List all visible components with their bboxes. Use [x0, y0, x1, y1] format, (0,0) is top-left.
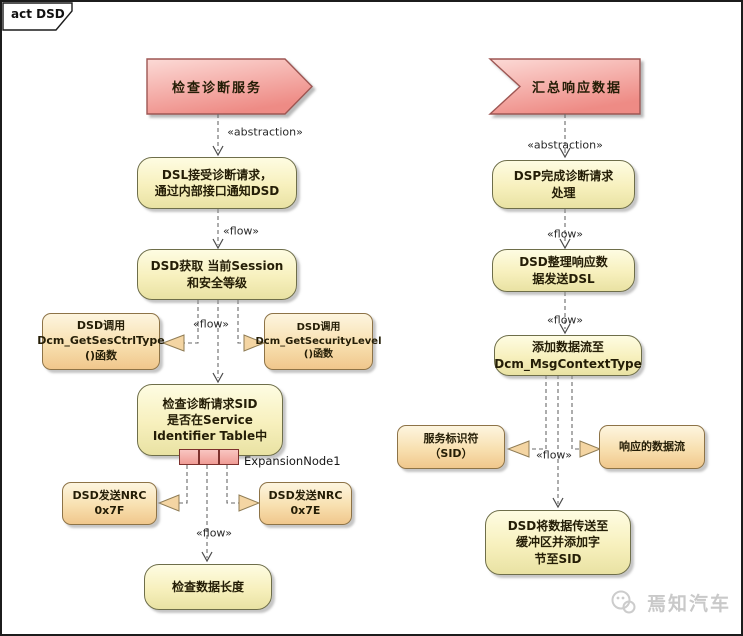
triangle-arrowhead-icon [579, 440, 602, 458]
activity-add-stream: 添加数据流至 Dcm_MsgContextType [494, 335, 642, 376]
activity-check-data-length: 检查数据长度 [144, 564, 272, 610]
triangle-arrowhead-icon [243, 334, 266, 352]
activity-dsl-receive-request: DSL接受诊断请求， 通过内部接口通知DSD [137, 157, 297, 209]
triangle-arrowhead-icon [161, 334, 185, 352]
activity-check-sid: 检查诊断请求SID 是否在Service Identifier Table中 [137, 384, 283, 456]
triangle-arrowhead-icon [157, 494, 180, 512]
brand-logo-icon [611, 590, 636, 613]
left-connectors [179, 114, 244, 558]
frame-title: act DSD [11, 7, 65, 21]
activity-send-nrc-7e: DSD发送NRC 0x7E [259, 482, 352, 525]
arrowhead-icon [559, 238, 571, 250]
arrowhead-icon [559, 147, 571, 159]
activity-dsp-done: DSP完成诊断请求 处理 [492, 160, 635, 209]
arrowhead-icon [212, 145, 224, 157]
connector-label-flow: «flow» [536, 448, 572, 462]
send-signal-label: 检查诊断服务 [171, 81, 262, 96]
connector-label-flow: «flow» [547, 313, 583, 327]
connector-label-abstraction: «abstraction» [227, 125, 303, 139]
activity-arrange-response: DSD整理响应数 据发送DSL [492, 249, 635, 292]
triangle-arrowhead-icon [506, 440, 530, 458]
send-signal-shape-check-service [146, 58, 313, 115]
receive-signal-label: 汇总响应数据 [531, 81, 622, 96]
activity-send-nrc-7f: DSD发送NRC 0x7F [62, 482, 157, 525]
connector-label-flow: «flow» [547, 227, 583, 241]
open-arrowhead-icons [201, 145, 571, 563]
call-dcm-getsecuritylevel: DSD调用 Dcm_GetSecurityLevel ()函数 [256, 313, 382, 370]
expansion-node-cell [199, 449, 219, 465]
arrowhead-icon [212, 372, 224, 384]
call-dcm-getsesctrltype: DSD调用 Dcm_GetSesCtrlType ()函数 [37, 313, 165, 370]
connector-label-abstraction: «abstraction» [527, 138, 603, 152]
arrowhead-icon [559, 323, 571, 335]
activity-transfer-buffer: DSD将数据传送至 缓冲区并添加字 节至SID [485, 510, 631, 575]
arrowhead-icon [201, 551, 213, 563]
watermark-text: 焉知汽车 [647, 593, 732, 615]
object-response-stream: 响应的数据流 [599, 425, 705, 469]
object-service-identifier: 服务标识符 （SID） [397, 425, 505, 469]
triangle-arrowhead-icons [157, 334, 602, 512]
triangle-arrowhead-icon [238, 494, 261, 512]
frame-tab [2, 2, 73, 31]
expansion-node-cell [179, 449, 199, 465]
expansion-node-label: ExpansionNode1 [244, 454, 341, 468]
arrowhead-icon [212, 238, 224, 250]
arrowhead-icon [552, 497, 564, 509]
right-connectors [529, 114, 580, 504]
watermark: 焉知汽车 [608, 589, 731, 616]
activity-get-session: DSD获取 当前Session 和安全等级 [137, 249, 297, 300]
connector-label-flow: «flow» [223, 224, 259, 238]
expansion-node-cell [219, 449, 239, 465]
connector-label-flow: «flow» [193, 317, 229, 331]
connector-label-flow: «flow» [196, 526, 232, 540]
